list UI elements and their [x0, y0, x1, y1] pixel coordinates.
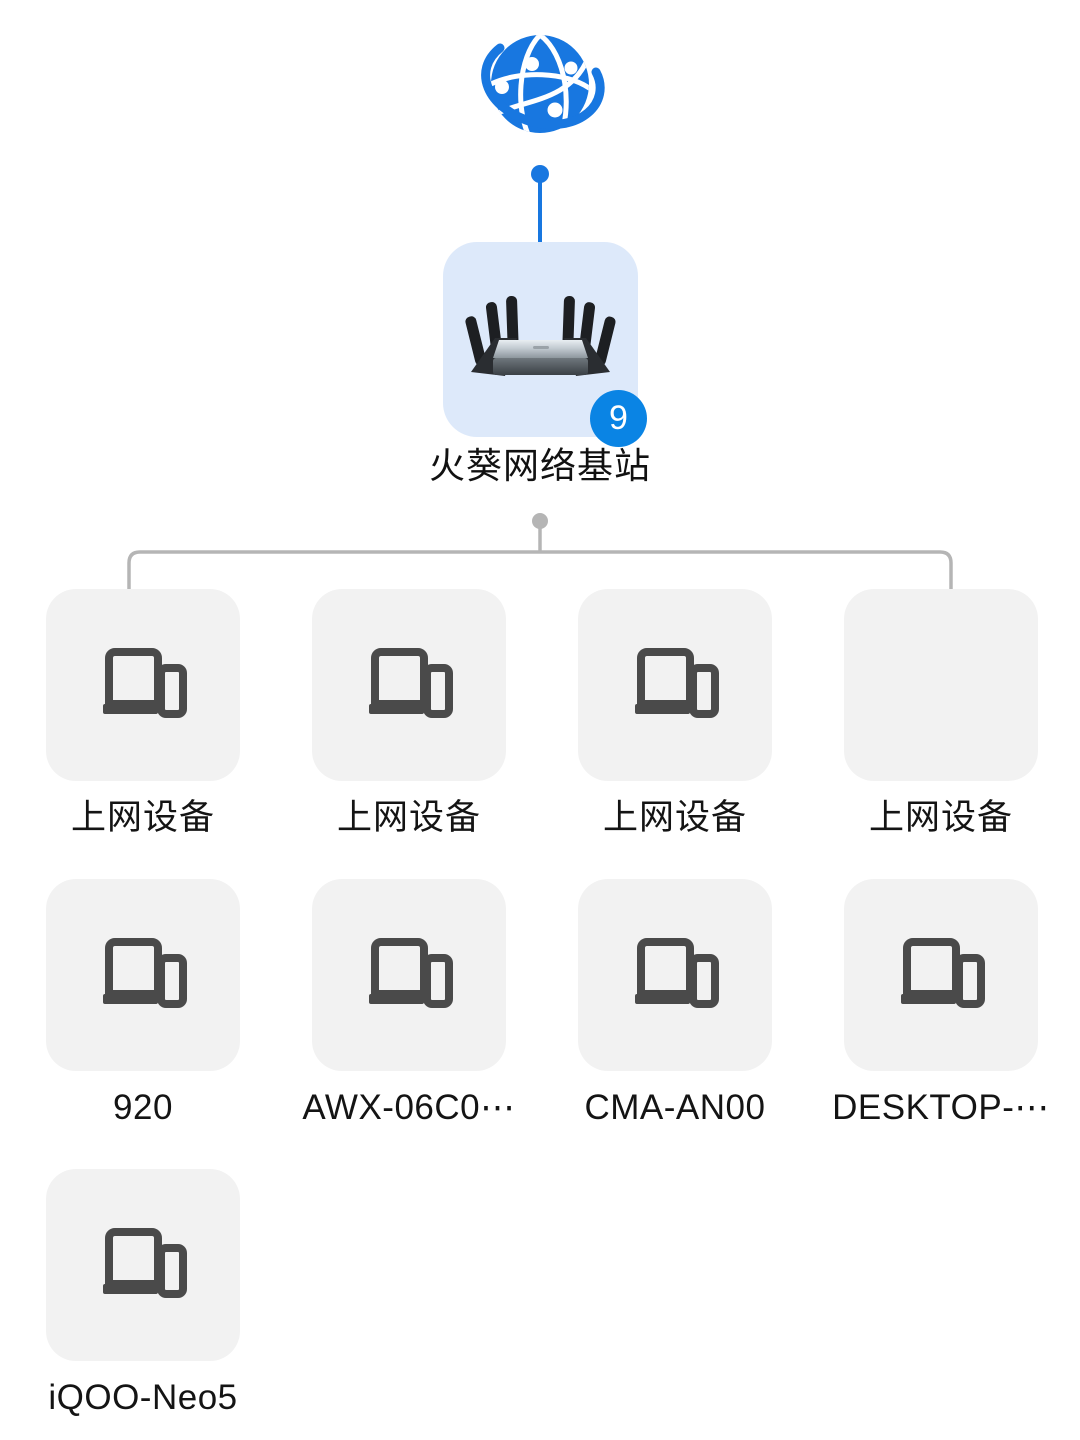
device-node[interactable]: 上网设备: [46, 589, 240, 839]
laptop-phone-icon: [99, 1226, 187, 1304]
device-grid: 上网设备 上网设备: [46, 589, 1049, 1419]
device-label: CMA-AN00: [584, 1088, 766, 1127]
device-node[interactable]: 上网设备: [578, 589, 772, 839]
row-spacer: [46, 1129, 1046, 1169]
laptop-phone-icon: [365, 646, 453, 724]
row-spacer: [46, 839, 1046, 879]
router-label: 火葵网络基站: [428, 445, 651, 486]
device-row-1: 上网设备 上网设备: [46, 589, 1046, 839]
globe-network-icon: [470, 22, 610, 147]
device-node[interactable]: 上网设备: [312, 589, 506, 839]
internet-node[interactable]: [470, 22, 610, 147]
laptop-phone-icon: [897, 936, 985, 1014]
device-label: AWX-06C0⋯: [302, 1088, 516, 1127]
connected-devices-badge: 9: [590, 390, 647, 447]
device-tile[interactable]: [844, 589, 1038, 781]
laptop-phone-icon: [99, 936, 187, 1014]
device-node[interactable]: DESKTOP-⋯: [832, 879, 1049, 1129]
device-node[interactable]: 上网设备: [844, 589, 1038, 839]
device-node[interactable]: AWX-06C0⋯: [302, 879, 515, 1129]
laptop-phone-icon: [631, 646, 719, 724]
device-label: 上网设备: [602, 798, 747, 837]
device-tile[interactable]: [578, 879, 772, 1071]
wifi-router-icon: [455, 280, 626, 400]
device-tile[interactable]: [312, 589, 506, 781]
device-row-3: iQOO-Neo5: [46, 1169, 1046, 1419]
device-node[interactable]: iQOO-Neo5: [46, 1169, 240, 1419]
device-label: 上网设备: [868, 798, 1013, 837]
device-label: DESKTOP-⋯: [832, 1088, 1050, 1127]
device-tile[interactable]: [844, 879, 1038, 1071]
device-tile[interactable]: [312, 879, 506, 1071]
device-label: 920: [113, 1088, 173, 1127]
device-row-2: 920 AWX-06C0⋯: [46, 879, 1049, 1129]
device-label: 上网设备: [336, 798, 481, 837]
device-tile[interactable]: [578, 589, 772, 781]
laptop-phone-icon: [631, 936, 719, 1014]
device-node[interactable]: 920: [46, 879, 240, 1129]
device-label: iQOO-Neo5: [48, 1378, 238, 1417]
router-tile[interactable]: 9: [443, 242, 647, 447]
laptop-phone-icon: [365, 936, 453, 1014]
device-tile[interactable]: [46, 589, 240, 781]
router-node[interactable]: 9: [443, 242, 647, 447]
device-tile[interactable]: [46, 1169, 240, 1361]
device-node[interactable]: CMA-AN00: [578, 879, 772, 1129]
laptop-phone-icon: [99, 646, 187, 724]
device-tile[interactable]: [46, 879, 240, 1071]
device-label: 上网设备: [70, 798, 215, 837]
